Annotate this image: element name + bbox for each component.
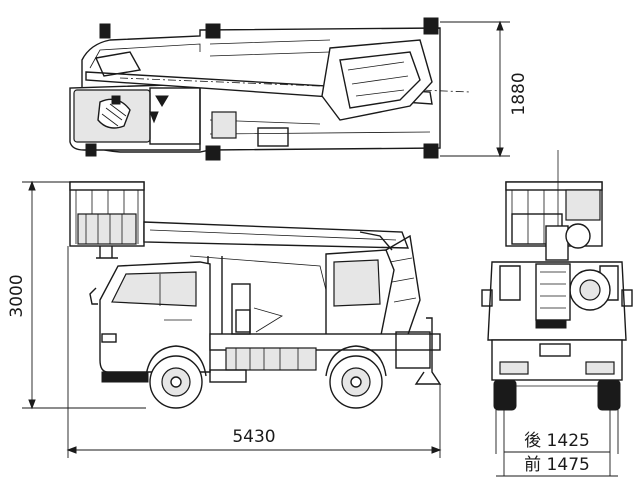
truck-side-view: 3000 5430 (7, 180, 442, 458)
truck-rear-view: 後 1425 前 1475 (481, 150, 633, 477)
rear-track-label: 後 1425 (524, 431, 590, 451)
overall-length-label: 5430 (232, 427, 275, 447)
side-height-label: 3000 (7, 274, 27, 317)
top-width-label: 1880 (509, 72, 529, 115)
truck-top-view: 1880 (69, 17, 529, 161)
front-track-label: 前 1475 (524, 455, 590, 475)
